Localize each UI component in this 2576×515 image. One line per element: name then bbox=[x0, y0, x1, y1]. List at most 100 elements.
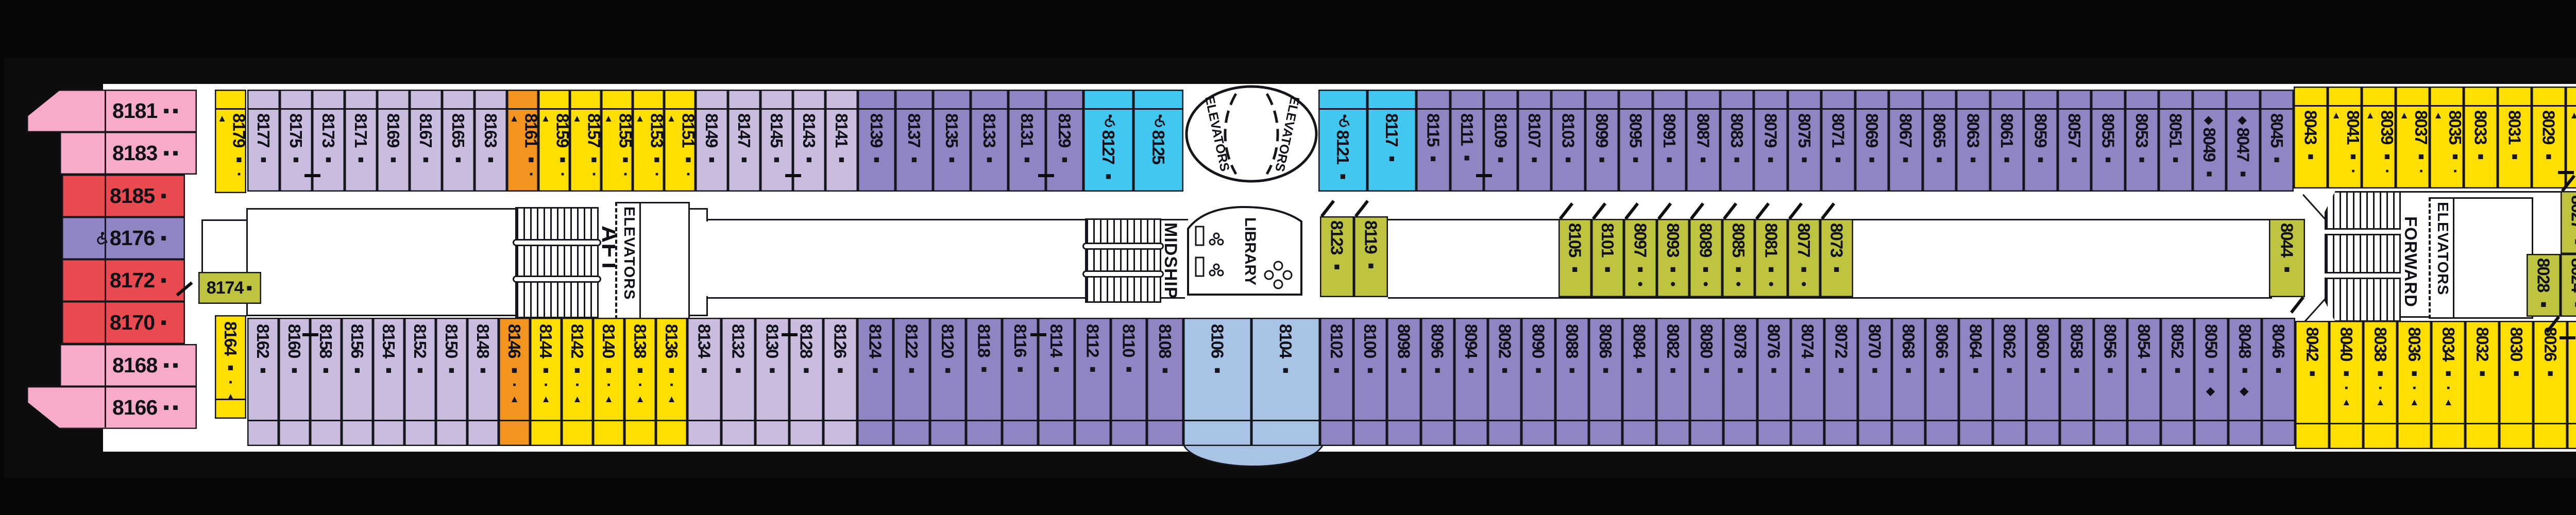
cabin-8114[interactable]: 8114 ■ bbox=[1038, 318, 1075, 446]
cabin-8054[interactable]: 8054 ■ bbox=[2127, 318, 2161, 446]
cabin-8066[interactable]: 8066 ■ bbox=[1925, 318, 1959, 446]
cabin-8077[interactable]: 8077 ■ ● bbox=[1787, 219, 1820, 297]
cabin-8042[interactable]: 8042 ■ bbox=[2295, 321, 2330, 449]
cabin-8151[interactable]: 8151 ■ ▪ ▲ bbox=[664, 90, 698, 192]
cabin-8112[interactable]: 8112 ■ bbox=[1074, 318, 1111, 446]
cabin-8158[interactable]: 8158 ■ bbox=[310, 318, 342, 446]
cabin-8133[interactable]: 8133 ■ bbox=[971, 90, 1008, 192]
cabin-8105[interactable]: 8105 ■ bbox=[1558, 219, 1591, 297]
cabin-8062[interactable]: 8062 ■ bbox=[1992, 318, 2026, 446]
cabin-8089[interactable]: 8089 ■ ● bbox=[1689, 219, 1722, 297]
cabin-8153[interactable]: 8153 ■ ▪ ▲ bbox=[633, 90, 667, 192]
cabin-8117[interactable]: 8117 ■ bbox=[1367, 90, 1416, 192]
cabin-8063[interactable]: 8063 ■ bbox=[1956, 90, 1990, 192]
cabin-8134[interactable]: 8134 ■ bbox=[687, 318, 721, 446]
cabin-8119[interactable]: 8119 ■ bbox=[1354, 216, 1388, 297]
cabin-8072[interactable]: 8072 ■ bbox=[1824, 318, 1858, 446]
cabin-8171[interactable]: 8171 ■ bbox=[345, 90, 377, 192]
cabin-8086[interactable]: 8086 ■ bbox=[1589, 318, 1623, 446]
cabin-8138[interactable]: 8138 ■ ▪ ▲ bbox=[624, 318, 656, 446]
cabin-8084[interactable]: 8084 ■ bbox=[1622, 318, 1656, 446]
cabin-8025[interactable]: 8025 ■ ▪ ▲ bbox=[2566, 87, 2576, 188]
cabin-8085[interactable]: 8085 ■ ● bbox=[1722, 219, 1755, 297]
cabin-8149[interactable]: 8149 ■ bbox=[696, 90, 728, 192]
cabin-8177[interactable]: 8177 ■ bbox=[247, 90, 280, 192]
cabin-8061[interactable]: 8061 ■ bbox=[1990, 90, 2024, 192]
cabin-8099[interactable]: 8099 ■ bbox=[1585, 90, 1619, 192]
cabin-8167[interactable]: 8167 ■ bbox=[410, 90, 442, 192]
cabin-8044[interactable]: 8044 ■ bbox=[2269, 219, 2305, 297]
cabin-8124[interactable]: 8124 ■ bbox=[857, 318, 894, 446]
cabin-8051[interactable]: 8051 ■ bbox=[2159, 90, 2193, 192]
cabin-8036[interactable]: 8036 ■ ▪ ▲ bbox=[2397, 321, 2432, 449]
cabin-8122[interactable]: 8122 ■ bbox=[893, 318, 930, 446]
cabin-8041[interactable]: 8041 ■ ▪ ▲ bbox=[2328, 87, 2363, 188]
cabin-8126[interactable]: 8126 ■ bbox=[823, 318, 857, 446]
cabin-8081[interactable]: 8081 ■ ● bbox=[1755, 219, 1788, 297]
cabin-8057[interactable]: 8057 ■ bbox=[2057, 90, 2091, 192]
cabin-8028[interactable]: 8028 ■ bbox=[2527, 254, 2561, 317]
cabin-8064[interactable]: 8064 ■ bbox=[1959, 318, 1993, 446]
cabin-8095[interactable]: 8095 ■ bbox=[1619, 90, 1653, 192]
cabin-8047[interactable]: ◆ 8047 ■ bbox=[2226, 90, 2260, 192]
cabin-8082[interactable]: 8082 ■ bbox=[1656, 318, 1690, 446]
cabin-8067[interactable]: 8067 ■ bbox=[1889, 90, 1923, 192]
cabin-8150[interactable]: 8150 ■ bbox=[436, 318, 467, 446]
cabin-8069[interactable]: 8069 ■ bbox=[1855, 90, 1889, 192]
cabin-8078[interactable]: 8078 ■ bbox=[1723, 318, 1757, 446]
cabin-8059[interactable]: 8059 ■ bbox=[2024, 90, 2058, 192]
cabin-8130[interactable]: 8130 ■ bbox=[755, 318, 798, 446]
cabin-8024[interactable]: 8024 ■ bbox=[2561, 254, 2576, 317]
cabin-8071[interactable]: 8071 ■ bbox=[1821, 90, 1855, 192]
cabin-8039[interactable]: 8039 ■ ▪ ▲ bbox=[2362, 87, 2397, 188]
cabin-8052[interactable]: 8052 ■ bbox=[2161, 318, 2195, 446]
cabin-8043[interactable]: 8043 ■ bbox=[2294, 87, 2328, 188]
cabin-8181[interactable]: 8181■ ■ bbox=[27, 90, 197, 132]
cabin-8128[interactable]: 8128 ■ bbox=[789, 318, 823, 446]
cabin-8139[interactable]: 8139 ■ bbox=[858, 90, 895, 192]
cabin-8125[interactable]: 8125 bbox=[1133, 90, 1183, 192]
cabin-8102[interactable]: 8102 ■ bbox=[1319, 318, 1353, 446]
cabin-8083[interactable]: 8083 ■ bbox=[1720, 90, 1754, 192]
cabin-8137[interactable]: 8137 ■ bbox=[895, 90, 933, 192]
cabin-8168[interactable]: 8168■ ■ bbox=[60, 344, 197, 387]
cabin-8154[interactable]: 8154 ■ bbox=[373, 318, 404, 446]
cabin-8183[interactable]: 8183■ ■ bbox=[60, 132, 197, 175]
cabin-8127[interactable]: 8127 ■ bbox=[1083, 90, 1133, 192]
cabin-8029[interactable]: 8029 ■ bbox=[2532, 87, 2574, 188]
cabin-8144[interactable]: 8144 ■ ▪ ▲ bbox=[530, 318, 562, 446]
cabin-8123[interactable]: 8123 ■ bbox=[1320, 216, 1354, 297]
cabin-8104[interactable]: 8104 ■ bbox=[1251, 318, 1320, 446]
cabin-8179[interactable]: 8179 ■ ▪ ▲ bbox=[215, 90, 249, 193]
cabin-8135[interactable]: 8135 ■ bbox=[933, 90, 971, 192]
cabin-8185[interactable]: 8185■ bbox=[62, 174, 185, 217]
cabin-8120[interactable]: 8120 ■ bbox=[929, 318, 966, 446]
cabin-8140[interactable]: 8140 ■ ▪ ▲ bbox=[593, 318, 624, 446]
cabin-8170[interactable]: 8170■ bbox=[62, 301, 185, 345]
cabin-8156[interactable]: 8156 ■ bbox=[342, 318, 373, 446]
cabin-8098[interactable]: 8098 ■ bbox=[1387, 318, 1421, 446]
cabin-8088[interactable]: 8088 ■ bbox=[1555, 318, 1589, 446]
cabin-8048[interactable]: 8048 ■ ◆ bbox=[2228, 318, 2262, 446]
cabin-8116[interactable]: 8116 ■ bbox=[1002, 318, 1047, 446]
cabin-8101[interactable]: 8101 ■ bbox=[1591, 219, 1624, 297]
cabin-8160[interactable]: 8160 ■ bbox=[279, 318, 318, 446]
cabin-8141[interactable]: 8141 ■ bbox=[825, 90, 858, 192]
cabin-8035[interactable]: 8035 ■ ▪ ▲ bbox=[2430, 87, 2465, 188]
cabin-8161[interactable]: 8161 ■ ▪ ▲ bbox=[507, 90, 541, 192]
cabin-8094[interactable]: 8094 ■ bbox=[1454, 318, 1488, 446]
cabin-8070[interactable]: 8070 ■ bbox=[1858, 318, 1892, 446]
cabin-8073[interactable]: 8073 ■ bbox=[1820, 219, 1853, 297]
cabin-8165[interactable]: 8165 ■ bbox=[442, 90, 474, 192]
cabin-8075[interactable]: 8075 ■ bbox=[1787, 90, 1821, 192]
cabin-8079[interactable]: 8079 ■ bbox=[1754, 90, 1788, 192]
cabin-8060[interactable]: 8060 ■ bbox=[2026, 318, 2060, 446]
cabin-8053[interactable]: 8053 ■ bbox=[2125, 90, 2159, 192]
cabin-8132[interactable]: 8132 ■ bbox=[721, 318, 755, 446]
cabin-8146[interactable]: 8146 ■ ▪ ▲ bbox=[499, 318, 530, 446]
cabin-8131[interactable]: 8131 ■ bbox=[1008, 90, 1054, 192]
cabin-8174[interactable]: 8174■ bbox=[198, 272, 261, 304]
cabin-8045[interactable]: 8045 ■ bbox=[2260, 90, 2294, 192]
cabin-8103[interactable]: 8103 ■ bbox=[1551, 90, 1585, 192]
cabin-8166[interactable]: 8166■ ■ bbox=[27, 386, 197, 429]
